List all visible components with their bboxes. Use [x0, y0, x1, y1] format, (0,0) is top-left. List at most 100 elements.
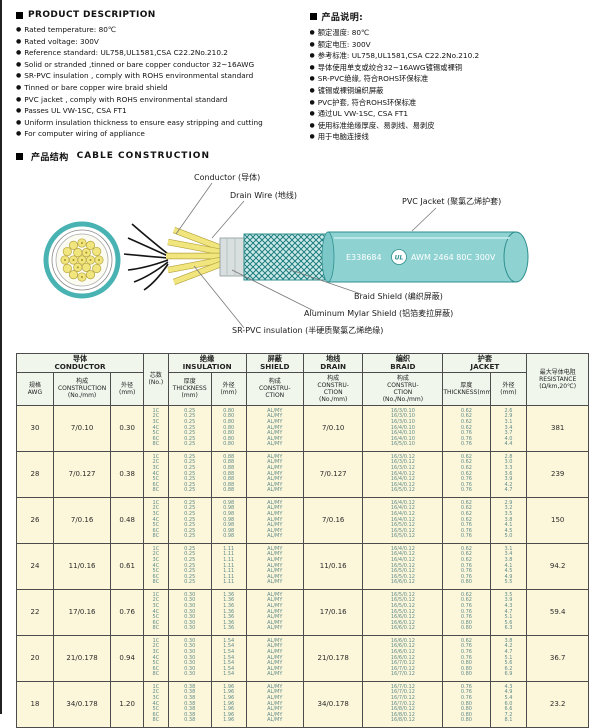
group-drain: 地线 DRAIN — [302, 352, 364, 373]
cell-ins-od: 0.80 0.80 0.80 0.80 0.80 0.80 0.80 — [210, 404, 247, 452]
cable-body: E338684 UL AWM 2464 80C 300V — [123, 223, 529, 291]
table-row: 26 7/0.16 0.48 1C 2C 3C 4C 5C 6C 8C 0.25… — [16, 496, 589, 544]
cell-awg: 18 — [16, 680, 54, 728]
cable-construction-section: 产品结构 CABLE CONSTRUCTION — [16, 150, 589, 348]
description-item-text: Rated temperature: 80℃ — [24, 25, 117, 34]
cell-awg: 22 — [16, 588, 54, 636]
description-item: ● Rated voltage: 300V — [16, 37, 296, 49]
cell-awg: 24 — [16, 542, 54, 590]
description-item: ● Passes UL VW-1SC, CSA FT1 — [16, 106, 296, 118]
bullet-icon: ● — [309, 75, 315, 83]
cell-jacket-thickness: 0.62 0.62 0.62 0.62 0.76 0.76 0.76 — [442, 496, 491, 544]
description-item: ● SR-PVC绝缘, 符合ROHS环保标准 — [310, 74, 590, 86]
bullet-icon: ● — [16, 118, 22, 126]
cell-ins-thickness: 0.25 0.25 0.25 0.25 0.25 0.25 0.25 — [167, 496, 212, 544]
cell-shield: AL/MY AL/MY AL/MY AL/MY AL/MY AL/MY AL/M… — [245, 542, 304, 590]
cell-jacket-thickness: 0.62 0.62 0.62 0.62 0.76 0.76 0.76 — [442, 450, 491, 498]
section-title-text: 产品说明: — [321, 13, 364, 23]
cell-resistance: 239 — [526, 450, 589, 498]
bullet-icon: ● — [309, 86, 315, 94]
construction-title-cn: 产品结构 — [31, 152, 69, 163]
col-ins-thickness: 厚度 THICKNESS (mm) — [167, 371, 212, 406]
cell-construction: 21/0.178 — [52, 634, 112, 682]
cross-section-cores — [60, 238, 104, 282]
cell-awg: 26 — [16, 496, 54, 544]
cell-construction: 11/0.16 — [52, 542, 112, 590]
description-list-en: ● Rated temperature: 80℃ ● Rated voltage… — [16, 25, 296, 141]
ul-mark-text: UL — [395, 254, 404, 261]
cell-od: 0.48 — [110, 496, 145, 544]
cell-resistance: 59.4 — [526, 588, 589, 636]
cell-od: 0.94 — [110, 634, 145, 682]
cell-ins-thickness: 0.25 0.25 0.25 0.25 0.25 0.25 0.25 — [167, 450, 212, 498]
cell-od: 0.61 — [110, 542, 145, 590]
table-row: 20 21/0.178 0.94 1C 2C 3C 4C 5C 6C 8C 0.… — [16, 634, 589, 682]
cell-braid: 16/3/0.10 16/3/0.10 16/3/0.10 16/4/0.10 … — [362, 404, 444, 452]
description-item-text: 参考标准: UL758,UL1581,CSA C22.2No.210.2 — [317, 51, 480, 61]
cell-construction: 7/0.16 — [52, 496, 112, 544]
cell-ins-od: 0.98 0.98 0.98 0.98 0.98 0.98 0.98 — [210, 496, 247, 544]
cell-cores: 1C 2C 3C 4C 5C 6C 8C — [143, 680, 169, 728]
bullet-icon: ● — [309, 40, 315, 48]
cell-ins-thickness: 0.38 0.38 0.38 0.38 0.38 0.38 0.38 — [167, 680, 212, 728]
cell-braid: 16/6/0.12 16/6/0.12 16/6/0.12 16/6/0.12 … — [362, 634, 444, 682]
description-item-text: 使用标准绝缘厚度、易剥线、易剥皮 — [317, 120, 435, 130]
cell-braid: 16/5/0.12 16/5/0.12 16/5/0.12 16/5/0.12 … — [362, 588, 444, 636]
table-row: 28 7/0.127 0.38 1C 2C 3C 4C 5C 6C 8C 0.2… — [16, 450, 589, 498]
description-item: ● 额定电压: 300V — [310, 40, 590, 52]
cell-drain: 7/0.10 — [302, 404, 364, 452]
cell-jacket-od: 2.9 3.2 3.5 3.8 4.1 4.5 5.0 — [489, 496, 528, 544]
cell-jacket-od: 2.6 2.9 3.1 3.4 3.7 4.0 4.4 — [489, 404, 528, 452]
table-body: 30 7/0.10 0.30 1C 2C 3C 4C 5C 6C 8C 0.25… — [16, 404, 589, 728]
cell-construction: 17/0.16 — [52, 588, 112, 636]
construction-callouts: Conductor (导体) Drain Wire (地线) PVC Jacke… — [175, 172, 501, 335]
jacket-print-ul-file: E338684 — [346, 253, 382, 262]
cell-od: 0.30 — [110, 404, 145, 452]
product-description-en-title: PRODUCT DESCRIPTION — [16, 10, 296, 20]
cell-cores: 1C 2C 3C 4C 5C 6C 8C — [143, 496, 169, 544]
cell-drain: 7/0.127 — [302, 450, 364, 498]
description-item: ● Solid or stranded ,tinned or bare copp… — [16, 60, 296, 72]
table-header: 导体 CONDUCTOR 芯数 (No.) 绝缘 INSULATION 屏蔽 S… — [15, 352, 589, 406]
cell-resistance: 381 — [526, 404, 589, 452]
description-item: ● PVC jacket , comply with ROHS environm… — [16, 95, 296, 107]
cell-od: 1.20 — [110, 680, 145, 728]
col-braid-construction: 构成 CONSTRU- CTION (No./No./mm) — [362, 371, 444, 406]
cell-ins-thickness: 0.30 0.30 0.30 0.30 0.30 0.30 0.30 — [167, 588, 212, 636]
description-item: ● 使用标准绝缘厚度、易剥线、易剥皮 — [310, 121, 590, 133]
table-row: 24 11/0.16 0.61 1C 2C 3C 4C 5C 6C 8C 0.2… — [16, 542, 589, 590]
col-drain-construction: 构成 CONSTRU- CTION (No./mm) — [302, 371, 364, 406]
specification-table: 导体 CONDUCTOR 芯数 (No.) 绝缘 INSULATION 屏蔽 S… — [15, 352, 589, 728]
cell-cores: 1C 2C 3C 4C 5C 6C 8C — [143, 542, 169, 590]
cell-braid: 16/4/0.12 16/4/0.12 16/4/0.12 16/5/0.12 … — [362, 542, 444, 590]
col-ins-od: 外径 (mm) — [210, 371, 247, 406]
product-description-cn: 产品说明: ● 额定温度: 80℃ ● 额定电压: 300V ● — [309, 8, 590, 144]
jacket-segment — [327, 231, 517, 283]
cell-jacket-thickness: 0.62 0.62 0.76 0.76 0.76 0.80 0.80 — [442, 588, 491, 636]
product-description-en: PRODUCT DESCRIPTION ● Rated temperature:… — [16, 8, 296, 144]
section-marker-icon — [309, 13, 317, 20]
col-construction: 构成 CONSTRUCTION (No./mm) — [52, 371, 112, 406]
cable-construction-title: 产品结构 CABLE CONSTRUCTION — [16, 150, 589, 163]
description-item-text: SR-PVC insulation , comply with ROHS env… — [24, 71, 254, 81]
construction-title-en: CABLE CONSTRUCTION — [76, 151, 210, 162]
description-item-text: Passes UL VW-1SC, CSA FT1 — [24, 106, 127, 116]
table-row: 22 17/0.16 0.76 1C 2C 3C 4C 5C 6C 8C 0.3… — [16, 588, 589, 636]
description-item-text: 额定电压: 300V — [317, 39, 371, 49]
bullet-icon: ● — [16, 26, 22, 33]
col-resistance: 最大导体电阻 RESISTANCE (Ω/km,20℃) — [526, 352, 589, 406]
col-jacket-thickness: 厚度 THICKNESS(mm) — [442, 371, 491, 406]
cell-construction: 7/0.10 — [52, 404, 112, 452]
bullet-icon: ● — [16, 95, 22, 103]
description-item: ● 通过UL VW-1SC, CSA FT1 — [310, 109, 590, 121]
cell-jacket-thickness: 0.62 0.76 0.76 0.76 0.80 0.80 0.80 — [442, 634, 491, 682]
table-row: 18 34/0.178 1.20 1C 2C 3C 4C 5C 6C 8C 0.… — [16, 680, 589, 728]
section-title-text: PRODUCT DESCRIPTION — [28, 10, 156, 20]
ul-mark-icon — [391, 249, 407, 265]
cell-jacket-thickness: 0.62 0.62 0.62 0.62 0.76 0.76 0.76 — [442, 404, 491, 452]
description-item-text: PVC护套, 符合ROHS环保标准 — [317, 97, 417, 107]
cell-ins-od: 1.36 1.36 1.36 1.36 1.36 1.36 1.36 — [210, 588, 247, 636]
description-item: ● 额定温度: 80℃ — [310, 28, 590, 40]
description-item-text: PVC jacket , comply with ROHS environmen… — [24, 94, 228, 104]
section-marker-icon — [16, 152, 23, 160]
